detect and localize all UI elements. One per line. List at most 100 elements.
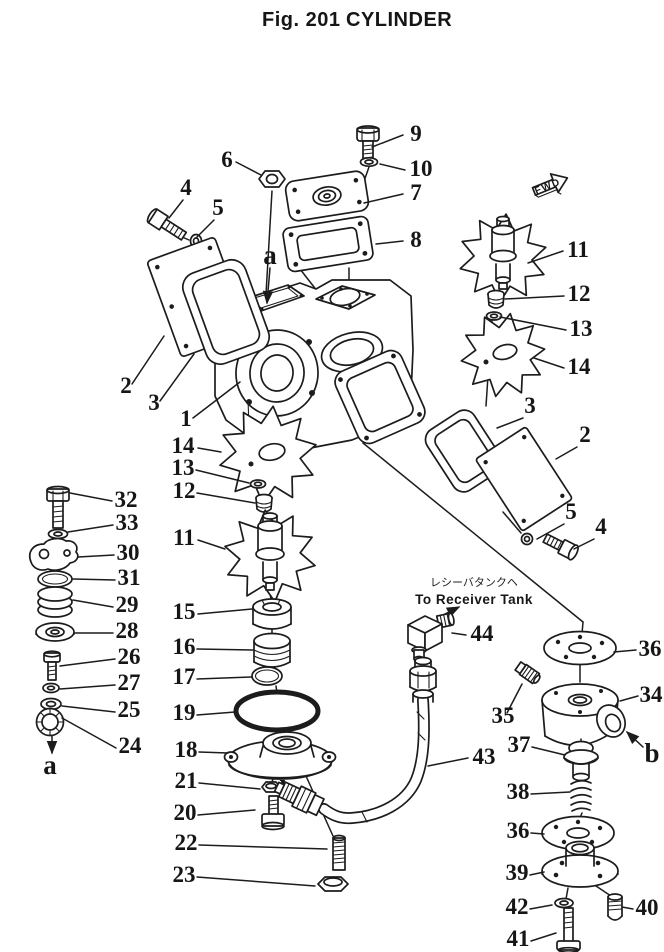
leader-line-39 [529,871,545,876]
leader-line-14-right [533,357,565,369]
part-seal-28 [35,622,75,642]
part-star-gasket-14-right [455,305,551,405]
leader-line-44 [451,632,467,636]
part-star-gasket-14-mid [215,400,321,510]
callout-2-right: 2 [579,422,591,447]
ref-a-top-group: a [262,240,277,305]
part-oring-19 [233,689,321,733]
callout-37: 37 [508,732,531,757]
leader-line-3-right [496,417,524,429]
ref-b-right: b [644,738,659,768]
callout-13-right: 13 [570,316,593,341]
callout-6: 6 [221,147,233,172]
leader-line-4-right [573,538,595,550]
callout-16: 16 [173,634,196,659]
leader-line-42 [529,904,553,910]
callout-5-left: 5 [212,195,224,220]
part-piston-16 [253,632,291,668]
leader-line-1 [192,381,241,419]
leader-line-21 [198,782,261,790]
leader-line-19 [196,711,236,716]
leader-line-13-mid [195,469,250,484]
leader-line-34 [619,695,639,702]
callout-17: 17 [173,664,196,689]
leader-line-43 [427,757,469,767]
leader-line-38 [530,791,571,795]
leader-line-14-mid [197,447,222,453]
part-valve-37 [563,740,599,782]
callout-36-top: 36 [639,636,662,661]
callout-36-bottom: 36 [507,818,530,843]
part-stud-22 [332,834,346,871]
callout-8: 8 [410,227,422,252]
callout-5-right: 5 [565,499,577,524]
leader-line-40 [621,906,634,910]
callout-33: 33 [116,510,139,535]
part-seat-13-mid [249,479,267,489]
part-bolt-32 [46,485,70,529]
leader-line-32 [69,492,113,502]
part-valve-12-right [487,289,505,309]
leader-line-16 [196,648,254,651]
part-plug-40 [607,893,623,921]
callout-22: 22 [175,830,198,855]
part-washer-stack-29 [37,586,73,618]
part-nut-23 [317,876,349,892]
callout-4-left: 4 [180,175,192,200]
part-flange-gasket-36-bottom [541,815,615,851]
callout-7: 7 [410,180,422,205]
leader-line-33 [67,524,114,533]
callout-9: 9 [410,121,422,146]
leader-line-31 [72,578,116,581]
callout-11-right: 11 [567,237,589,262]
fwd-flag: FWD [531,173,569,198]
callout-29: 29 [116,592,139,617]
callout-27: 27 [118,670,141,695]
callout-20: 20 [174,800,197,825]
leader-line-8 [375,240,404,245]
leader-line-27 [59,684,116,690]
callout-28: 28 [116,618,139,643]
leader-line-25 [61,705,116,713]
part-washer-33 [47,528,69,540]
part-bolt-26 [43,650,61,681]
leader-line-20 [197,809,256,816]
part-retainer-15 [252,598,292,630]
page-title: CYLINDER [346,9,452,31]
callout-35: 35 [492,703,515,728]
part-bolt-4-right [542,533,579,561]
callout-14-right: 14 [568,354,592,379]
callout-layer: 9107864523114131211323330312928262725241… [59,121,663,951]
part-bolt-9 [356,125,380,163]
callout-25: 25 [118,697,141,722]
leader-line-3-left [159,353,195,402]
callout-10: 10 [410,156,433,181]
callout-30: 30 [117,540,140,565]
leader-line-29 [72,599,114,608]
callout-18: 18 [175,737,198,762]
part-bracket-30 [28,537,79,572]
part-valve-assy-11-mid [220,504,320,608]
leader-line-9 [371,134,404,148]
leader-line-7 [363,193,404,204]
ref-b-right-group: b [625,730,660,768]
callout-2-left: 2 [120,373,132,398]
part-oring-31 [37,570,73,588]
callout-39: 39 [506,860,529,885]
callout-19: 19 [173,700,196,725]
leader-line-12-right [504,295,565,300]
leader-line-36-bottom [530,832,545,835]
leader-line-23 [196,876,316,887]
part-bolt-41 [556,907,581,952]
part-hose-43 [273,656,437,825]
leader-line-26 [59,658,116,667]
leader-line-11-mid [197,539,226,550]
leader-line-11-right [527,250,564,264]
leader-line-22 [198,844,328,850]
part-nut-24 [35,707,65,737]
callout-12-right: 12 [568,281,591,306]
fwd-label: FWD [533,177,562,197]
callout-3-right: 3 [524,393,536,418]
